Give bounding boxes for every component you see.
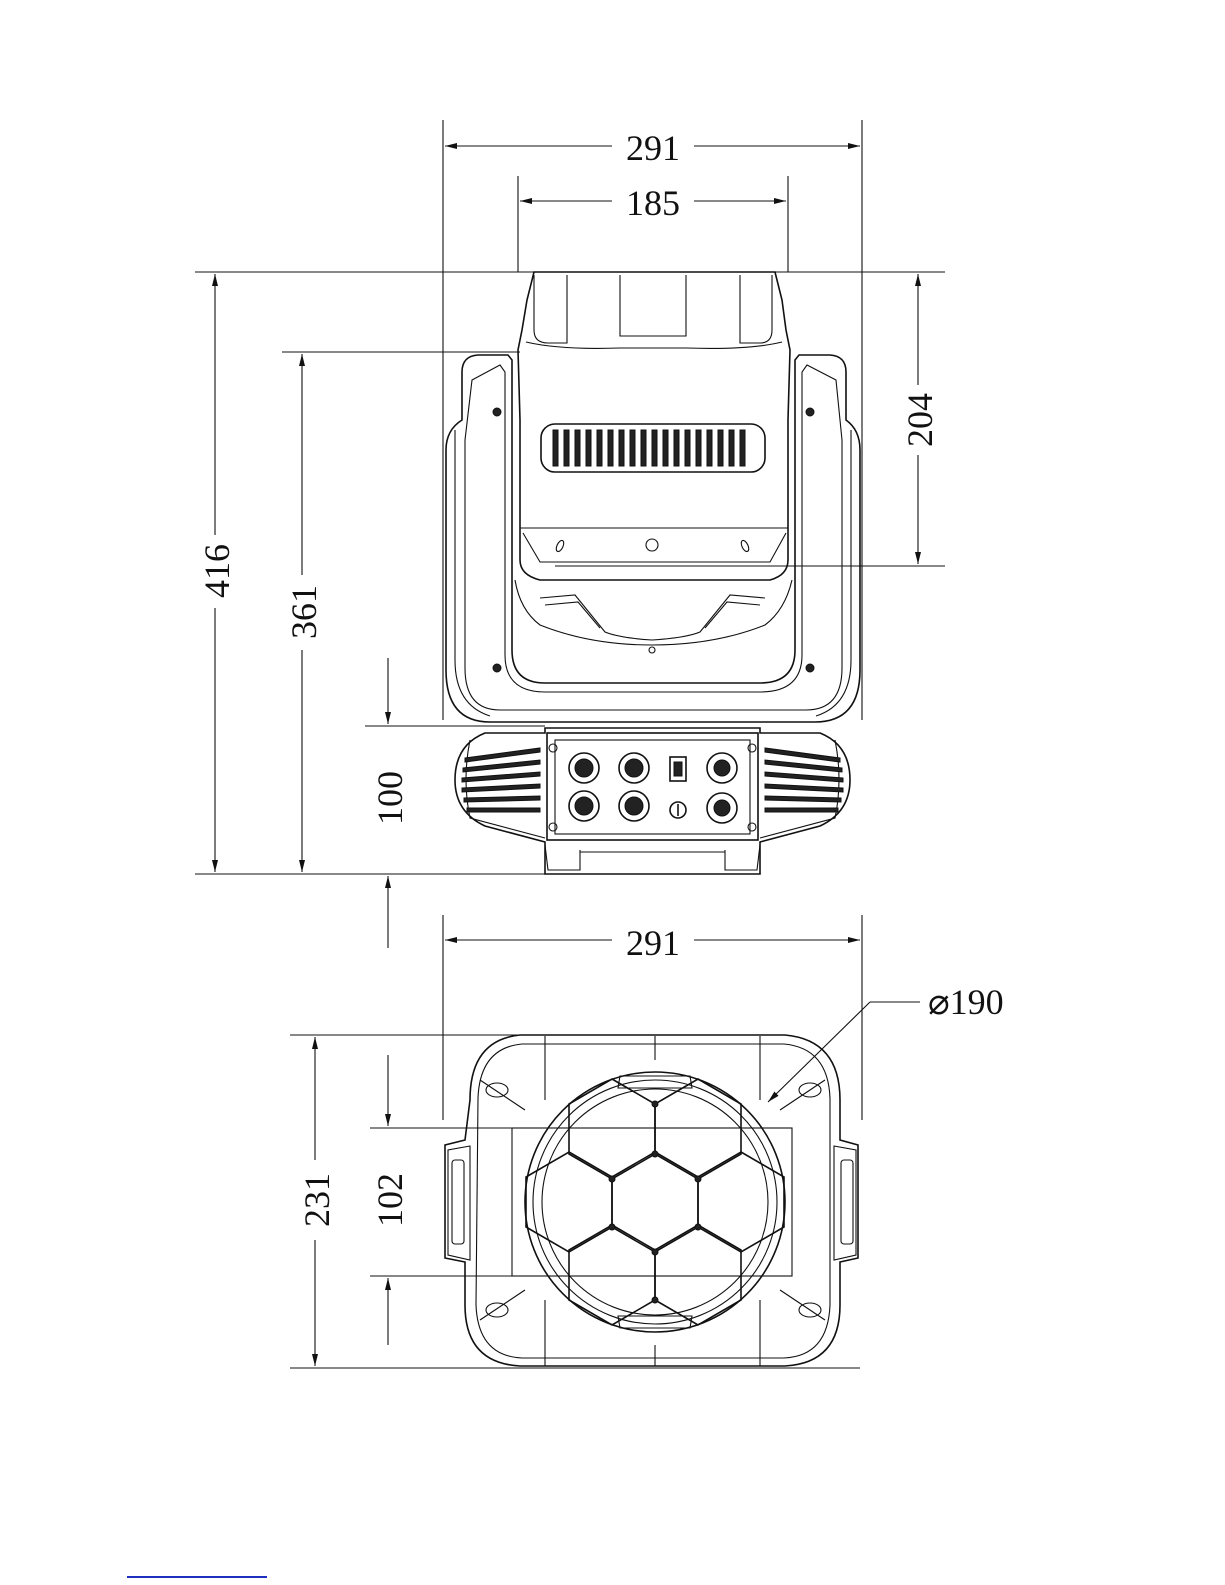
led-lens-cluster — [526, 1079, 784, 1325]
led-lens — [526, 1152, 612, 1252]
screw — [493, 408, 501, 416]
dim-label-total-height: 416 — [197, 544, 237, 598]
screw — [806, 408, 814, 416]
yoke-outline — [446, 355, 860, 722]
diameter-leader — [768, 1002, 870, 1102]
xlr-connector — [569, 753, 649, 821]
head-body — [518, 272, 790, 580]
base-grille-left — [462, 748, 540, 812]
dim-label-yoke-height: 361 — [284, 585, 324, 639]
led-lens — [698, 1152, 784, 1252]
dim-label-bottom-depth: 231 — [297, 1173, 337, 1227]
dim-label-bottom-inner-depth: 102 — [370, 1173, 410, 1227]
base-grille-right — [765, 748, 843, 812]
lens-view: 291 ⌀190 231 102 — [290, 915, 1004, 1368]
front-view: 291 185 204 416 361 100 — [195, 120, 945, 948]
yoke-inner-outline — [465, 365, 842, 710]
side-handle-left — [448, 1146, 470, 1260]
led-lens — [612, 1152, 698, 1252]
dim-label-bottom-width: 291 — [626, 923, 680, 963]
dim-label-head-height: 204 — [900, 393, 940, 447]
dim-label-head-width: 185 — [626, 183, 680, 223]
connector-panel — [547, 733, 758, 840]
dim-label-total-width: 291 — [626, 128, 680, 168]
mount-hole — [486, 1303, 508, 1317]
screw — [806, 664, 814, 672]
vent-slats — [553, 430, 745, 466]
dim-label-lens-diameter: ⌀190 — [928, 982, 1004, 1022]
screw-hole — [646, 539, 658, 551]
footer-link-underline — [127, 1576, 267, 1578]
power-connector — [707, 753, 737, 823]
mount-hole — [486, 1083, 508, 1097]
dim-label-base-height: 100 — [370, 771, 410, 825]
screw — [493, 664, 501, 672]
